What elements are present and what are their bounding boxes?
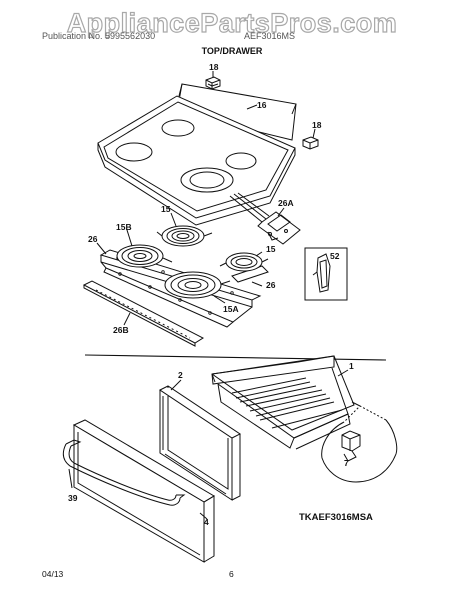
callout-39: 39 [68, 493, 78, 503]
model-code: TKAEF3016MSA [299, 512, 373, 523]
leader-15B [126, 229, 133, 247]
callout-7: 7 [344, 458, 349, 468]
callout-26-right: 26 [266, 280, 276, 290]
inset-box-52 [304, 247, 348, 301]
leader-4 [199, 512, 208, 520]
separator-line [84, 354, 387, 361]
leader-15-right [255, 251, 263, 257]
callout-52: 52 [330, 251, 340, 261]
callout-4: 4 [204, 517, 209, 527]
footer-date: 04/13 [42, 569, 64, 579]
leader-16 [246, 104, 258, 110]
callout-15A: 15A [223, 304, 239, 314]
callout-15-right: 15 [266, 244, 276, 254]
callout-1: 1 [349, 361, 354, 371]
callout-26B: 26B [113, 325, 129, 335]
glide-detail-7 [321, 401, 398, 483]
callout-15B: 15B [116, 222, 132, 232]
drawer-front-4 [72, 419, 215, 563]
callout-18-upper: 18 [209, 62, 219, 72]
leader-26-left [96, 242, 107, 255]
bracket-clip-18-upper [205, 76, 221, 90]
watermark: AppliancePartsPros.com [66, 7, 398, 38]
gasket-frame-2 [159, 385, 241, 501]
bracket-clip-18-right [302, 136, 319, 150]
surface-element-15B [116, 244, 173, 268]
leader-26-right [251, 281, 263, 287]
callout-2: 2 [178, 370, 183, 380]
leader-15A [213, 295, 226, 304]
surface-element-15A [164, 271, 231, 299]
model-header: AEF3016MS [244, 31, 296, 41]
surface-element-15-rear [156, 225, 213, 247]
surface-element-15-right [219, 252, 269, 272]
leader-39 [68, 468, 73, 489]
leader-1 [337, 369, 349, 377]
leader-2 [170, 379, 182, 391]
drawer-handle-39 [62, 439, 186, 506]
callout-26A: 26A [278, 198, 294, 208]
drawer-1 [211, 355, 355, 450]
leader-15-rear [170, 212, 177, 227]
callout-18-right: 18 [312, 120, 322, 130]
leader-18-right [312, 128, 316, 139]
callout-26-left: 26 [88, 234, 98, 244]
wire-harness-26A [229, 192, 301, 245]
callout-16: 16 [257, 100, 267, 110]
callout-15-rear: 15 [161, 204, 171, 214]
page-number: 6 [229, 569, 234, 579]
strip-26B [82, 280, 205, 347]
leader-26B [123, 312, 131, 326]
leader-26A [277, 207, 285, 217]
cooktop-top-16 [97, 83, 297, 226]
publication-number: Publication No. 5995562030 [42, 31, 156, 41]
diagram-title: TOP/DRAWER [201, 46, 263, 56]
